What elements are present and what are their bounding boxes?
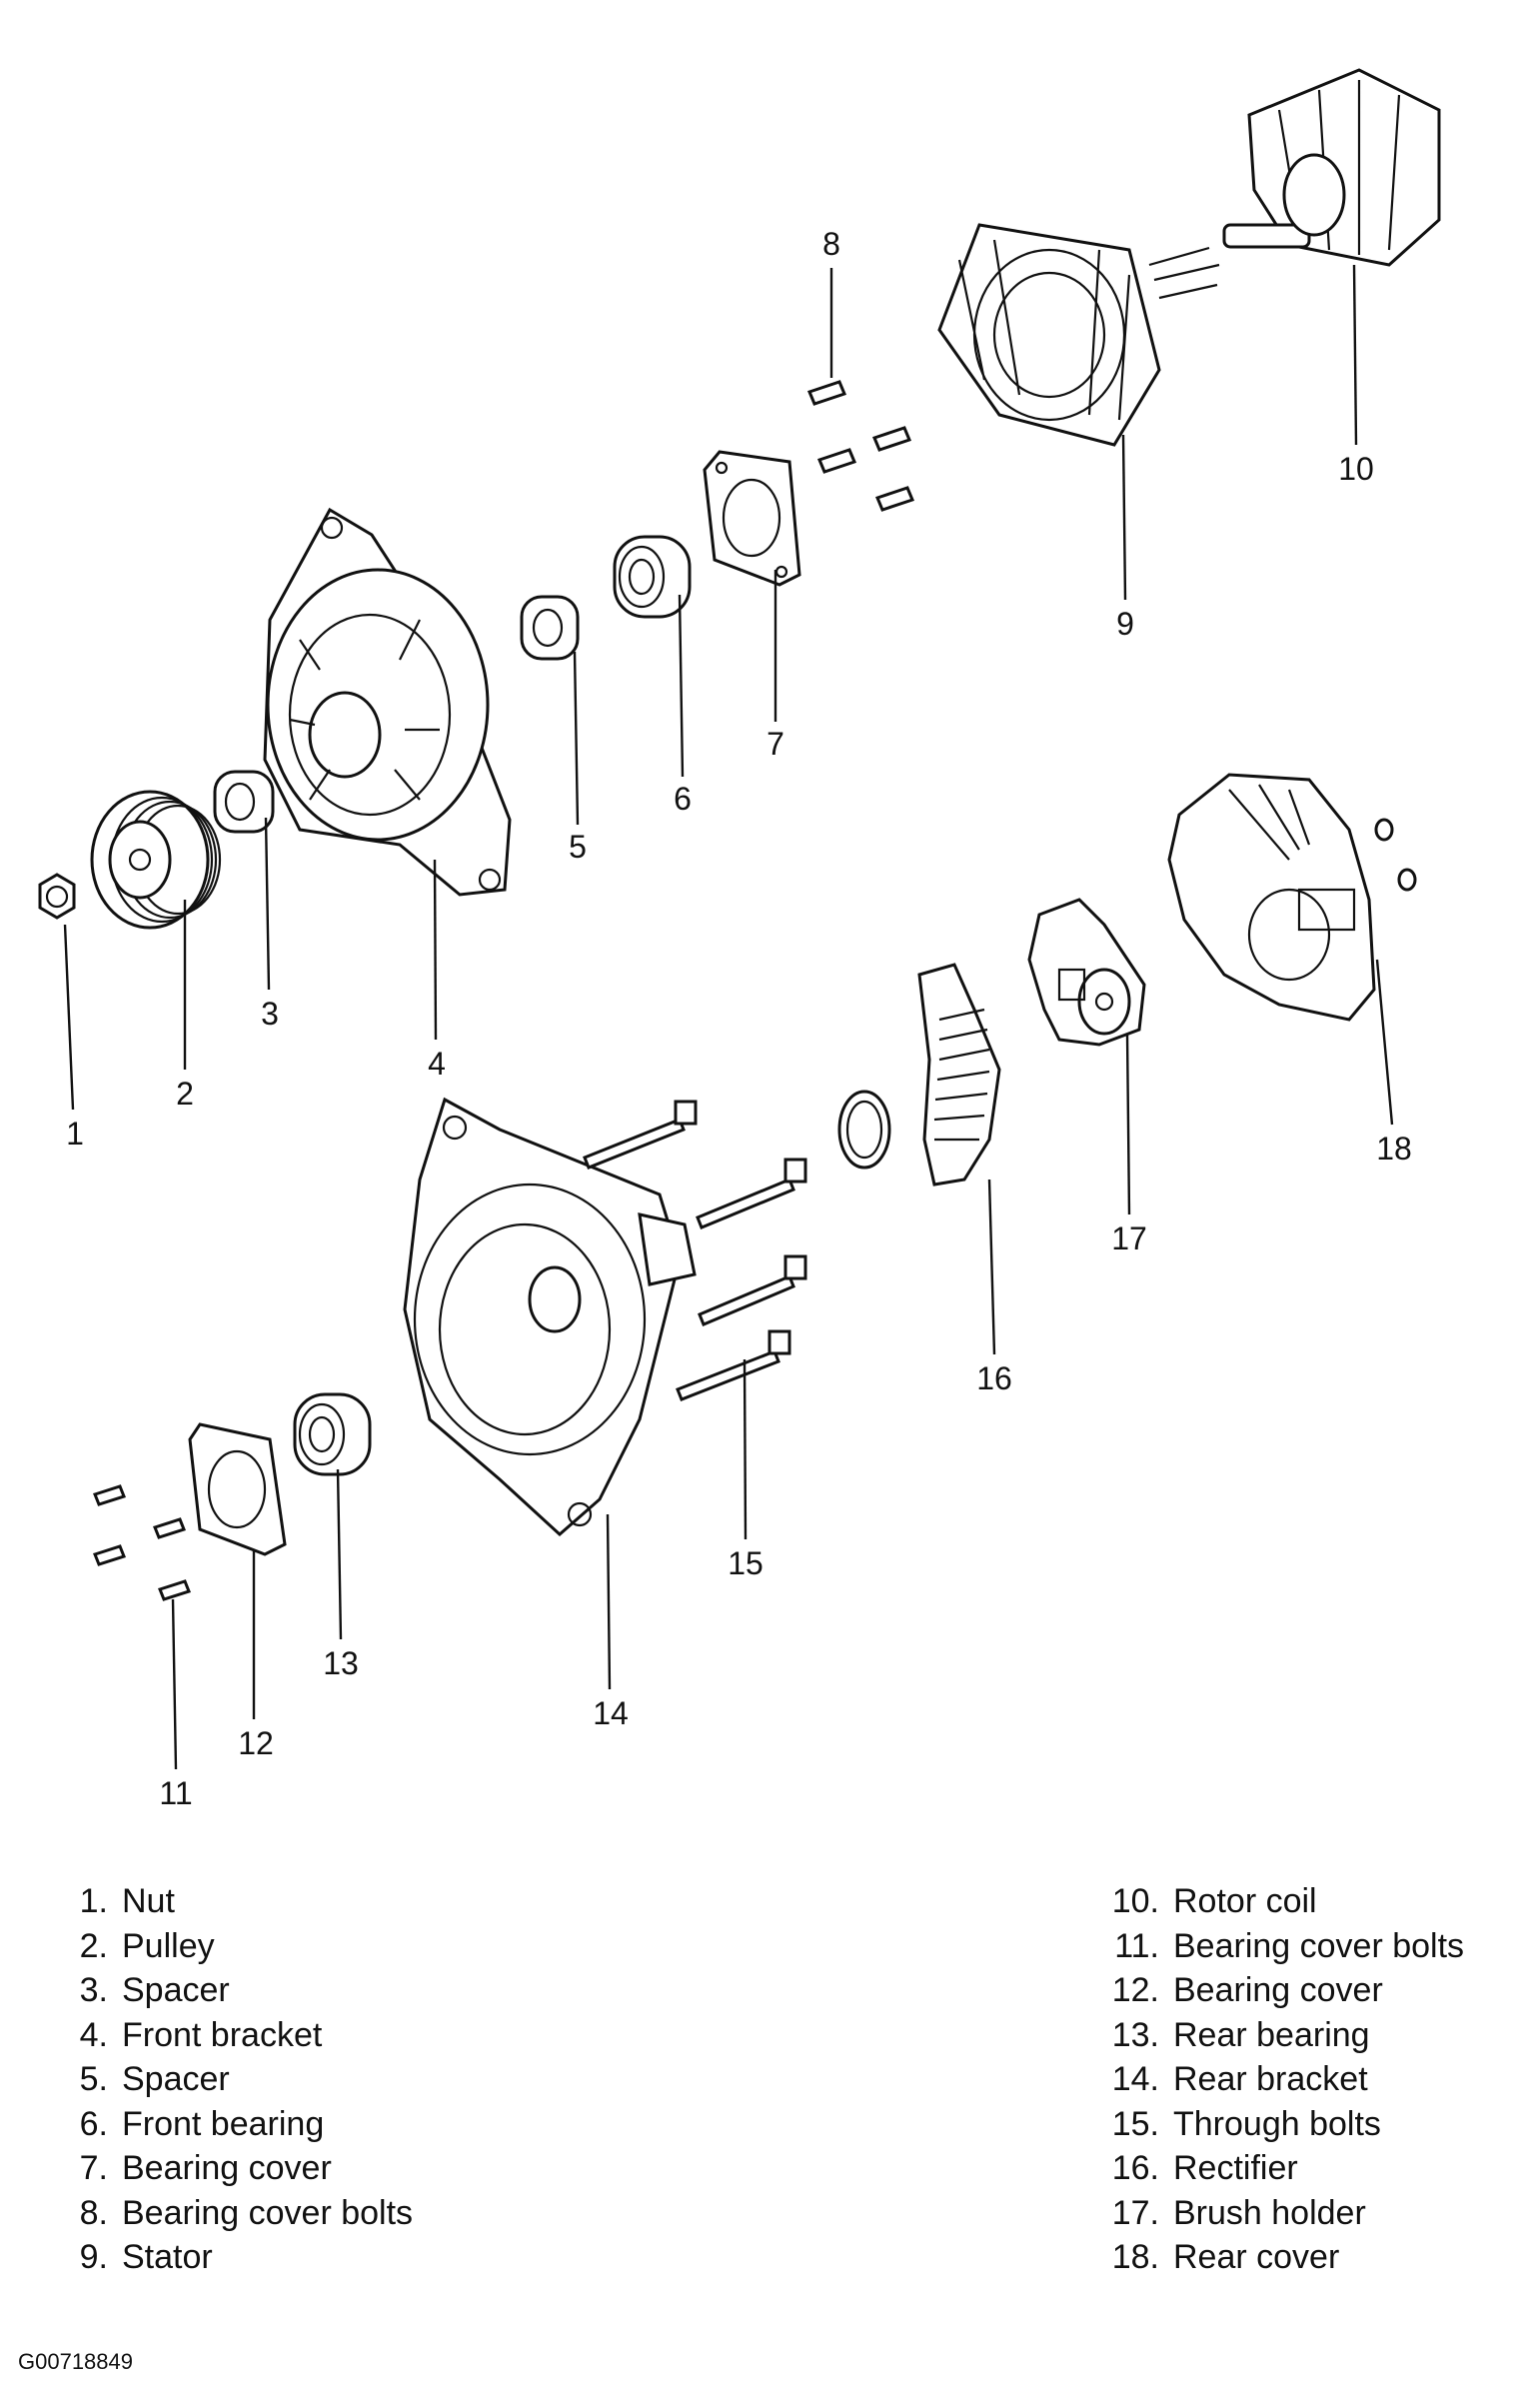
legend-item: 4.Front bracket: [79, 2015, 323, 2054]
part-brush-holder: [1027, 898, 1146, 1047]
callout-3: 3: [261, 996, 279, 1032]
legend-item: 10.Rotor coil: [1111, 1882, 1317, 1920]
exploded-alternator-diagram: 1 2 3 4 5 6 7 8 9 10 11 12 13 14 15 16 1…: [38, 68, 1441, 1811]
part-bearing-cover-front: [703, 450, 801, 587]
legend-item: 7.Bearing cover: [79, 2149, 332, 2187]
legend-item: 5.Spacer: [79, 2060, 230, 2098]
leader-lines: [63, 264, 1394, 1770]
callout-17: 17: [1111, 1220, 1147, 1256]
callout-7: 7: [766, 726, 784, 762]
callout-13: 13: [323, 1645, 359, 1681]
callout-5: 5: [569, 829, 587, 865]
callout-12: 12: [238, 1725, 274, 1761]
part-bearing-cover-rear: [188, 1422, 287, 1556]
callout-16: 16: [976, 1360, 1012, 1396]
legend-column-right: 10.Rotor coil 11.Bearing cover bolts 12.…: [1099, 1879, 1464, 2280]
legend-item: 18.Rear cover: [1111, 2238, 1340, 2276]
part-o-ring: [837, 1090, 891, 1170]
part-bearing-cover-bolts-front: [806, 380, 915, 512]
legend-item: 12.Bearing cover: [1111, 1971, 1383, 2009]
part-stator: [937, 223, 1220, 447]
callout-6: 6: [674, 781, 692, 817]
legend-item: 1.Nut: [79, 1882, 175, 1920]
part-rotor-coil: [1222, 68, 1441, 267]
parts-legend: 1.Nut 2.Pulley 3.Spacer 4.Front bracket …: [0, 1879, 1522, 2339]
legend-column-left: 1.Nut 2.Pulley 3.Spacer 4.Front bracket …: [60, 1879, 413, 2280]
callout-2: 2: [176, 1076, 194, 1112]
callout-10: 10: [1338, 451, 1374, 487]
callout-14: 14: [593, 1695, 629, 1731]
part-rear-cover: [1167, 773, 1417, 1022]
part-front-bracket: [263, 507, 512, 897]
part-spacer-front: [213, 770, 275, 834]
legend-item: 9.Stator: [79, 2238, 213, 2276]
part-through-bolts: [583, 1100, 807, 1401]
callout-8: 8: [822, 226, 840, 262]
part-rear-bearing: [293, 1392, 372, 1476]
callout-18: 18: [1376, 1131, 1412, 1167]
legend-item: 6.Front bearing: [79, 2104, 325, 2143]
callout-11: 11: [159, 1775, 192, 1811]
legend-item: 13.Rear bearing: [1111, 2015, 1370, 2054]
part-front-bearing: [613, 535, 692, 619]
legend-item: 14.Rear bracket: [1111, 2060, 1368, 2098]
part-bearing-cover-bolts-rear: [93, 1484, 191, 1601]
legend-item: 3.Spacer: [79, 1971, 230, 2009]
part-rear-bracket: [403, 1097, 697, 1537]
legend-item: 15.Through bolts: [1111, 2104, 1381, 2143]
callout-4: 4: [428, 1046, 446, 1082]
figure-id: G00718849: [18, 2349, 133, 2374]
part-pulley: [90, 790, 222, 930]
part-rectifier: [917, 963, 1001, 1187]
part-nut: [38, 873, 76, 920]
legend-item: 16.Rectifier: [1111, 2149, 1298, 2187]
callout-1: 1: [66, 1116, 84, 1152]
legend-item: 11.Bearing cover bolts: [1114, 1926, 1465, 1965]
part-spacer-rear: [520, 595, 580, 661]
callout-9: 9: [1116, 606, 1134, 642]
legend-item: 17.Brush holder: [1111, 2193, 1366, 2232]
legend-item: 2.Pulley: [79, 1926, 215, 1965]
callout-15: 15: [728, 1545, 763, 1581]
legend-item: 8.Bearing cover bolts: [79, 2193, 414, 2232]
